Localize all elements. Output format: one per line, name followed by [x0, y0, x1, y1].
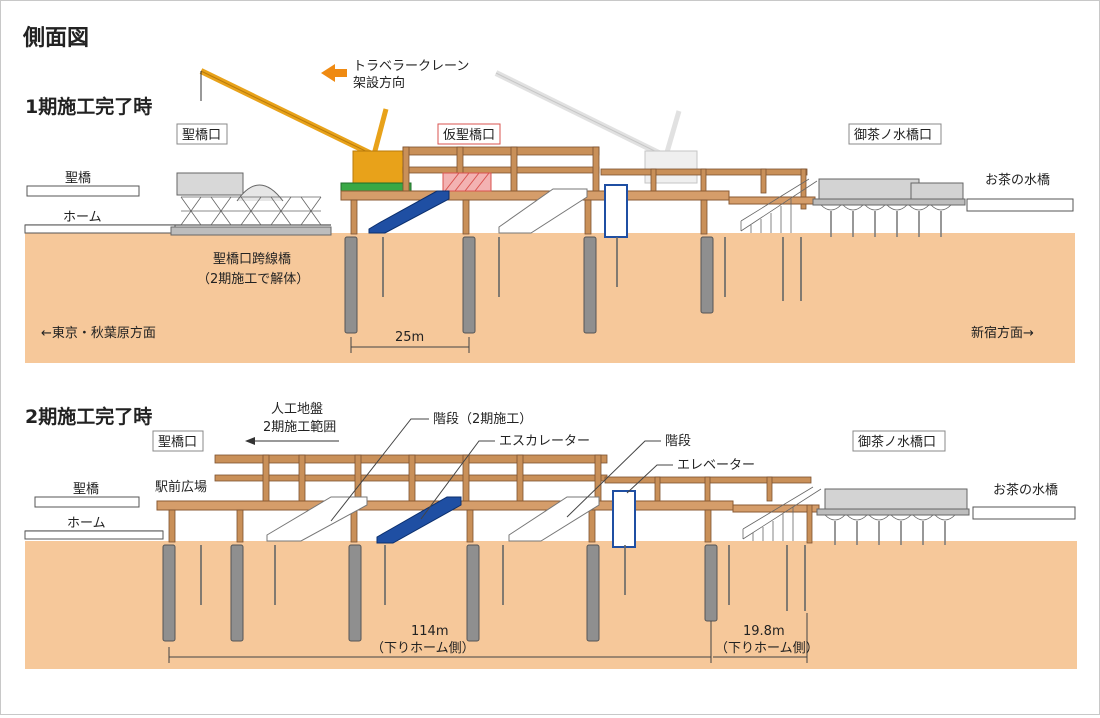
phase1-hijiri-exit-box — [176, 123, 228, 145]
leader-stairs-phase2 — [330, 418, 429, 522]
phase1-escalator — [368, 190, 450, 234]
phase2-stairs-label: 階段 — [665, 434, 691, 449]
phase2-heading: 2期施工完了時 — [25, 405, 152, 428]
phase1-heading: 1期施工完了時 — [25, 95, 152, 118]
phase1-ochanomizu-stairs — [740, 178, 966, 237]
phase2-ochanomizu-bridge-label: お茶の水橋 — [993, 482, 1058, 498]
phase1-stairs — [498, 188, 588, 234]
leader-stairs — [566, 440, 661, 518]
phase2-panel: 2期施工完了時 人工地盤 2期施工範囲 聖橋口 御茶ノ水橋口 階段（2期施工） … — [24, 402, 1077, 669]
crane-label-line1: トラベラークレーン — [353, 59, 469, 74]
phase1-piles — [344, 236, 802, 334]
phase2-elevator — [612, 490, 636, 548]
phase2-dimension-19-8m-label-line1: 19.8m — [743, 624, 785, 639]
phase2-artificial-ground-label-line1: 人工地盤 — [271, 402, 323, 417]
phase2-piles — [162, 544, 806, 642]
phase1-ochanomizu-bridge — [966, 198, 1074, 212]
phase1-crane-active — [199, 68, 412, 192]
phase2-dimension-114m-label-line1: 114m — [411, 624, 448, 639]
phase2-artificial-ground-arrow — [245, 437, 339, 445]
phase2-hijiri-exit-box — [152, 430, 204, 452]
phase2-ground — [25, 541, 1077, 669]
phase2-escalator-label: エスカレーター — [499, 434, 590, 449]
phase1-direction-left: ←東京・秋葉原方面 — [41, 325, 156, 341]
phase2-dimension-19-8m — [713, 613, 808, 663]
phase1-ochanomizu-exit-label: 御茶ノ水橋口 — [854, 127, 932, 143]
phase2-escalator — [376, 496, 462, 544]
phase1-overpass — [170, 172, 332, 236]
phase1-hijiri-bridge-label: 聖橋 — [65, 171, 91, 186]
phase2-elevator-label: エレベーター — [677, 458, 755, 473]
phase1-elevator — [604, 184, 628, 238]
phase2-ochanomizu-exit-box — [852, 430, 946, 452]
diagram-title: 側面図 — [22, 26, 89, 51]
phase1-platform-label: ホーム — [63, 210, 102, 225]
phase1-dimension-25m — [350, 337, 470, 353]
phase2-hijiri-exit-label: 聖橋口 — [158, 435, 197, 450]
phase1-ochanomizu-exit-box — [848, 123, 942, 145]
phase1-deck-structure — [340, 146, 816, 235]
phase1-hijiri-bridge — [26, 185, 140, 197]
phase2-dimension-114m — [168, 621, 712, 663]
crane-direction-arrow — [321, 64, 347, 82]
phase1-ground — [25, 233, 1075, 363]
phase1-dimension-25m-label: 25m — [395, 330, 424, 345]
phase1-temp-exit-label: 仮聖橋口 — [443, 128, 495, 143]
phase1-temp-exit-box — [437, 123, 501, 145]
phase2-ochanomizu-stairs — [742, 486, 970, 545]
phase2-station-plaza-label: 駅前広場 — [155, 479, 207, 495]
phase1-panel: トラベラークレーン 架設方向 — [24, 59, 1075, 363]
leader-elevator — [626, 464, 673, 494]
phase2-hijiri-bridge — [34, 496, 140, 508]
phase1-overpass-label-line2: （2期施工で解体） — [197, 272, 309, 287]
phase2-artificial-ground-label-line2: 2期施工範囲 — [263, 420, 336, 435]
phase1-platform-slab — [24, 224, 176, 234]
phase2-ochanomizu-bridge — [972, 506, 1076, 520]
phase2-dimension-19-8m-label-line2: （下りホーム側） — [715, 641, 819, 656]
phase2-stairs-phase2-label: 階段（2期施工） — [433, 412, 532, 427]
phase2-ochanomizu-exit-label: 御茶ノ水橋口 — [858, 434, 936, 450]
phase2-platform-label: ホーム — [67, 516, 106, 531]
phase2-platform-slab — [24, 530, 164, 540]
phase1-ochanomizu-bridge-label: お茶の水橋 — [985, 172, 1050, 188]
phase1-direction-right: 新宿方面→ — [971, 325, 1034, 341]
phase2-stairs-phase2 — [266, 496, 368, 542]
phase1-overpass-label-line1: 聖橋口跨線橋 — [213, 251, 291, 267]
leader-escalator — [420, 440, 495, 520]
phase2-hijiri-bridge-label: 聖橋 — [73, 482, 99, 497]
phase2-dimension-114m-label-line2: （下りホーム側） — [371, 641, 475, 656]
crane-label-line2: 架設方向 — [353, 75, 405, 91]
phase1-hijiri-exit-label: 聖橋口 — [182, 128, 221, 143]
